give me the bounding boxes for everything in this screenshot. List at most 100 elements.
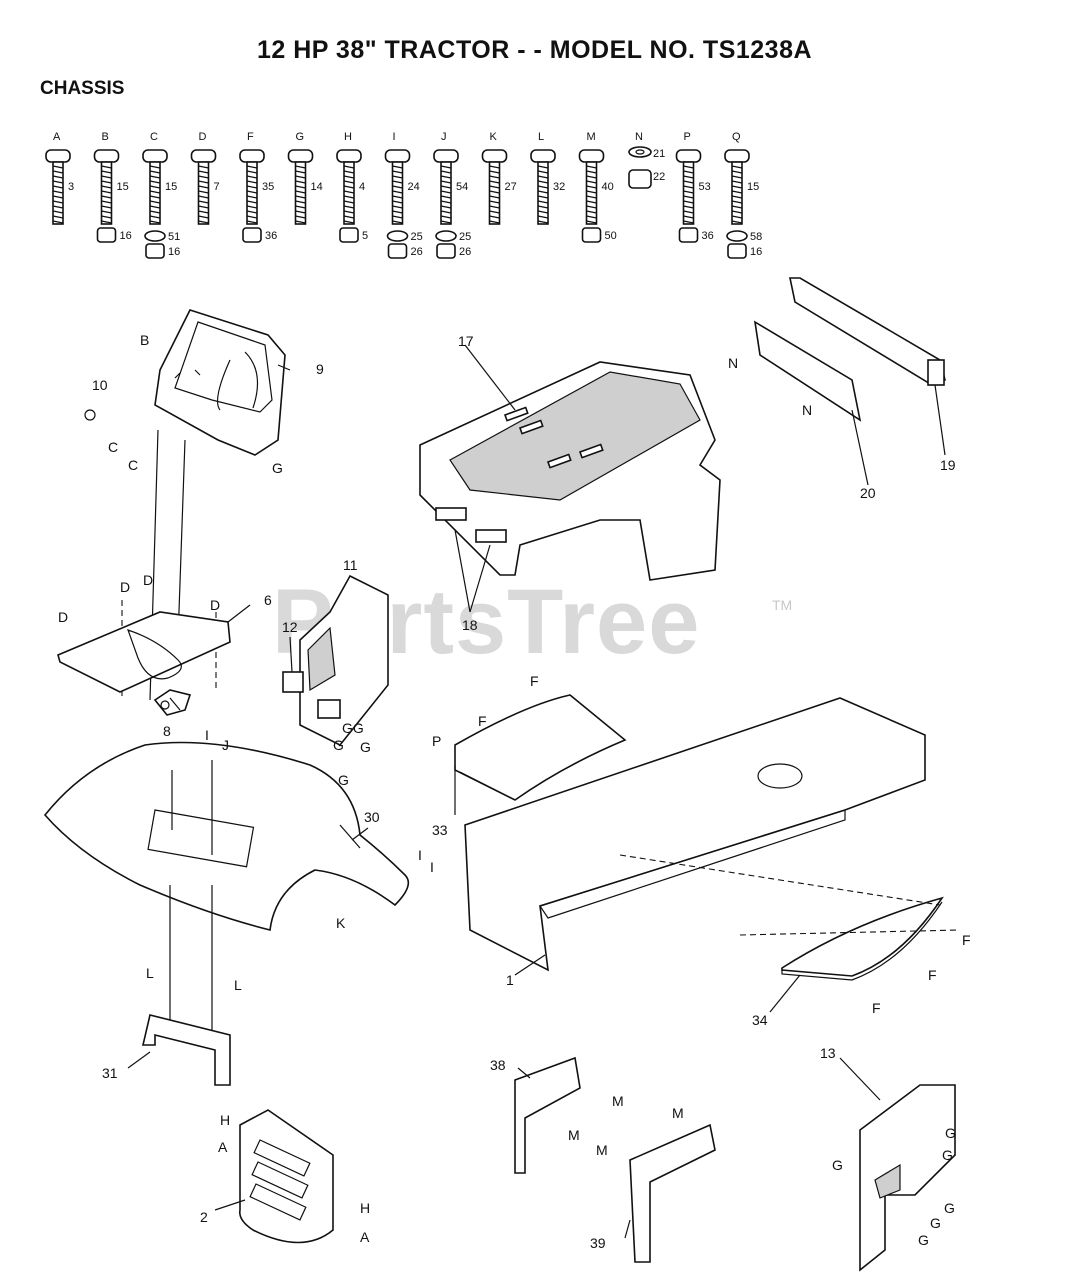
part-number-labels: 9 10 6 8 11 12 17 18 19 20 30 33 1 34 31… [92,333,956,1251]
part-number-39: 39 [590,1235,606,1251]
callout-i3: I [430,859,434,875]
callout-j: J [222,737,229,753]
callout-l2: L [234,977,242,993]
page-title: 12 HP 38" TRACTOR - - MODEL NO. TS1238A [256,36,813,64]
hardware-row: A3B1516C155116D7F3536G14H45I242526J54252… [45,131,762,259]
part-number-30: 30 [364,809,380,825]
part-number-17: 17 [458,333,474,349]
callout-b: B [140,332,149,348]
part-side-plate-13[interactable] [859,1084,956,1272]
hardware-num: 14 [311,181,323,193]
hardware-num: 24 [408,181,420,193]
hardware-a[interactable]: A3 [45,131,74,225]
part-footrest-34[interactable] [781,896,944,981]
part-number-18: 18 [462,617,478,633]
callout-f5: F [872,1000,881,1016]
callout-g6: G [942,1147,953,1163]
hardware-num: 15 [747,181,759,193]
hardware-nut-num: 36 [265,230,277,242]
hardware-letter: F [247,131,254,143]
callout-m3: M [672,1105,684,1121]
callout-g7: G [832,1157,843,1173]
hardware-nut-num: 16 [120,230,132,242]
callout-h2: H [360,1200,370,1216]
part-number-8: 8 [163,723,171,739]
hardware-num: 21 [653,148,665,160]
callout-k: K [336,915,346,931]
hardware-num: 4 [359,181,365,193]
callout-n: N [728,355,738,371]
hardware-letter: H [344,131,352,143]
callout-m: M [612,1093,624,1109]
hardware-num: 32 [553,181,565,193]
part-seat-support[interactable] [141,885,231,1086]
part-rear-plate[interactable] [238,1109,334,1244]
callout-g2: G [333,737,344,753]
callout-c2: C [128,457,138,473]
hardware-letter: L [538,131,544,143]
hardware-nut-num: 22 [653,171,665,183]
hardware-letter: B [102,131,109,143]
part-front-bumper[interactable] [753,277,946,422]
hardware-nut-num: 26 [411,246,423,258]
callout-f2: F [478,713,487,729]
part-hood[interactable] [419,361,721,581]
part-number-6: 6 [264,592,272,608]
callout-i2: I [418,847,422,863]
hardware-nut-num: 16 [168,246,180,258]
hardware-num: 3 [68,181,74,193]
hardware-letter: P [684,131,691,143]
hardware-g[interactable]: G 14 [287,131,323,225]
hardware-f[interactable]: F 35 36 [239,131,277,243]
hardware-nut-num: 26 [459,246,471,258]
hardware-num: 35 [262,181,274,193]
part-bracket-39[interactable] [629,1123,716,1263]
hardware-k[interactable]: K27 [481,131,517,225]
part-dash-panel[interactable] [154,309,286,456]
part-number-38: 38 [490,1057,506,1073]
hardware-letter: M [587,131,596,143]
hardware-washer-num: 25 [459,231,471,243]
callout-d4: D [58,609,68,625]
hardware-washer-num: 58 [750,231,762,243]
callout-l: L [146,965,154,981]
callout-g3: G [360,739,371,755]
part-small-bracket[interactable] [153,689,192,716]
part-number-19: 19 [940,457,956,473]
hardware-l[interactable]: L 32 [530,131,565,225]
part-bracket-38[interactable] [514,1056,581,1174]
callout-g4: G [338,772,349,788]
part-frame[interactable] [464,697,961,972]
part-fender[interactable] [43,741,410,931]
hardware-d[interactable]: D7 [190,131,220,225]
hardware-letter: D [199,131,207,143]
hardware-washer-num: 51 [168,231,180,243]
part-number-31: 31 [102,1065,118,1081]
part-floor-plate[interactable] [57,611,231,693]
hardware-letter: K [490,131,498,143]
section-heading: CHASSIS [40,78,125,99]
hardware-h[interactable]: H 4 5 [336,131,368,243]
part-side-panel[interactable] [282,574,389,747]
hardware-nut-num: 5 [362,230,368,242]
callout-g10: G [918,1232,929,1248]
part-knob[interactable] [84,409,96,421]
hardware-n[interactable]: N 21 22 [628,131,665,189]
part-footrest-33[interactable] [454,694,627,801]
part-number-10: 10 [92,377,108,393]
callout-f4: F [928,967,937,983]
hardware-letter: G [296,131,305,143]
hardware-letter: N [635,131,643,143]
hardware-num: 15 [165,181,177,193]
hardware-letter: Q [732,131,741,143]
part-number-9: 9 [316,361,324,377]
callout-g8: G [944,1200,955,1216]
